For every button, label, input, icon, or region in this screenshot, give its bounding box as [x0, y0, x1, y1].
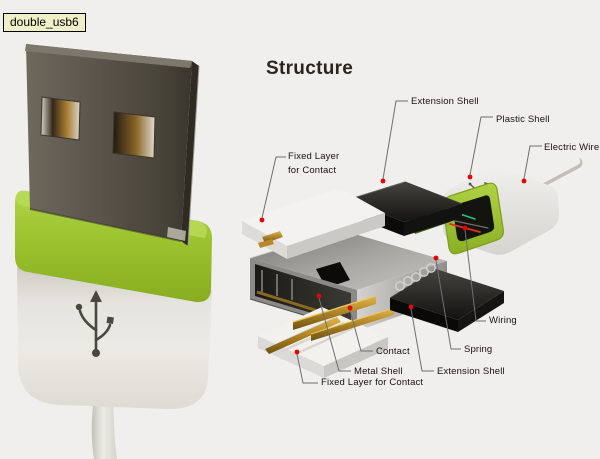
label-metal-shell: Metal Shell: [354, 366, 403, 377]
label-fixed-layer-top-line2: for Contact: [288, 165, 337, 176]
marker-dots: [259, 174, 527, 355]
usb-pin-hole-left: [40, 96, 81, 141]
label-fixed-layer-top: Fixed Layer for Contact: [288, 150, 339, 178]
label-electric-wire: Electric Wire: [544, 142, 600, 153]
filename-tag: double_usb6: [3, 13, 86, 32]
usb-trident-icon: [75, 290, 114, 357]
exploded-diagram: [242, 100, 583, 384]
fixed-layer-top-part: [242, 188, 385, 259]
leader-lines: [261, 100, 542, 384]
green-rim-part: [442, 182, 504, 255]
label-extension-shell-bottom: Extension Shell: [437, 366, 505, 377]
springs-part: [395, 263, 436, 291]
label-spring: Spring: [464, 344, 493, 355]
label-fixed-layer-bottom: Fixed Layer for Contact: [321, 377, 424, 388]
extension-shell-bottom-part: [389, 268, 504, 332]
label-contact: Contact: [376, 346, 410, 357]
cable: [91, 396, 117, 459]
metal-connector: [25, 44, 200, 247]
label-extension-shell-top: Extension Shell: [411, 96, 479, 107]
usb-pin-hole-right: [112, 111, 156, 159]
label-wiring: Wiring: [489, 315, 517, 326]
label-plastic-shell: Plastic Shell: [496, 114, 550, 125]
label-fixed-layer-top-line1: Fixed Layer: [288, 151, 340, 162]
diagram-title: Structure: [266, 58, 354, 79]
usb-plug-render: [15, 44, 212, 459]
